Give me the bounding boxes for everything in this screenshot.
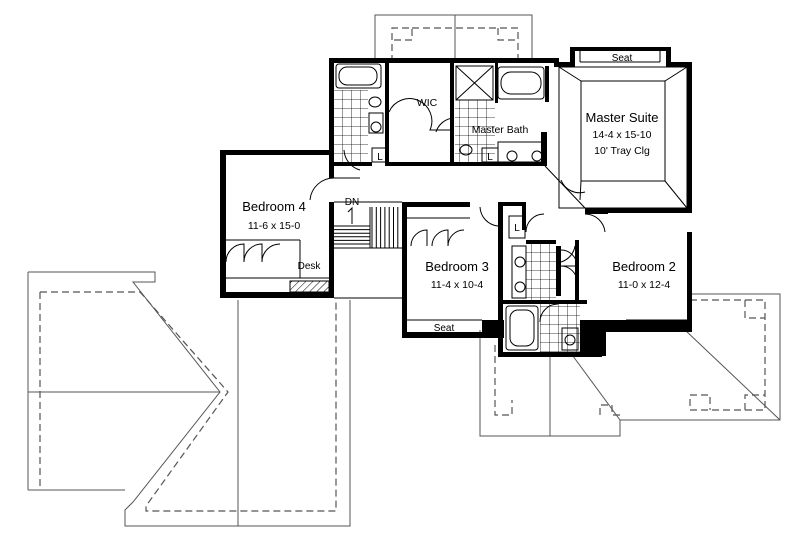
bedroom3-size: 11-4 x 10-4 [431,279,483,291]
linen-label-2: L [487,152,493,163]
fixtures [289,63,579,351]
room-labels: Master Suite 14-4 x 15-10 10' Tray Clg B… [242,53,676,334]
seat-label-bedroom3: Seat [434,323,455,334]
porch-roof [479,293,781,437]
stairs-down-label: DN [345,197,359,208]
bedroom2-name: Bedroom 2 [612,259,676,274]
master-suite-name: Master Suite [586,110,659,125]
bedroom2-size: 11-0 x 12-4 [618,279,670,291]
bath-bay-roof [374,14,533,62]
doors [225,98,606,323]
bedroom4-size: 11-6 x 15-0 [248,220,300,232]
walls [220,47,692,357]
desk-label: Desk [298,261,322,272]
linen-label-1: L [377,152,383,163]
linen-label-3: L [514,223,520,234]
seat-label-bedroom2: Seat [638,323,659,334]
master-suite-size: 14-4 x 15-10 [593,129,652,141]
stairs [334,206,402,249]
garage-roof [27,271,351,527]
seat-label-master: Seat [612,53,633,64]
bedroom4-name: Bedroom 4 [242,199,306,214]
bedroom3-name: Bedroom 3 [425,259,489,274]
tray-ceiling [558,66,688,209]
master-suite-note: 10' Tray Clg [594,145,650,157]
master-bath-label: Master Bath [472,124,529,136]
wic-label: WIC [417,97,438,109]
